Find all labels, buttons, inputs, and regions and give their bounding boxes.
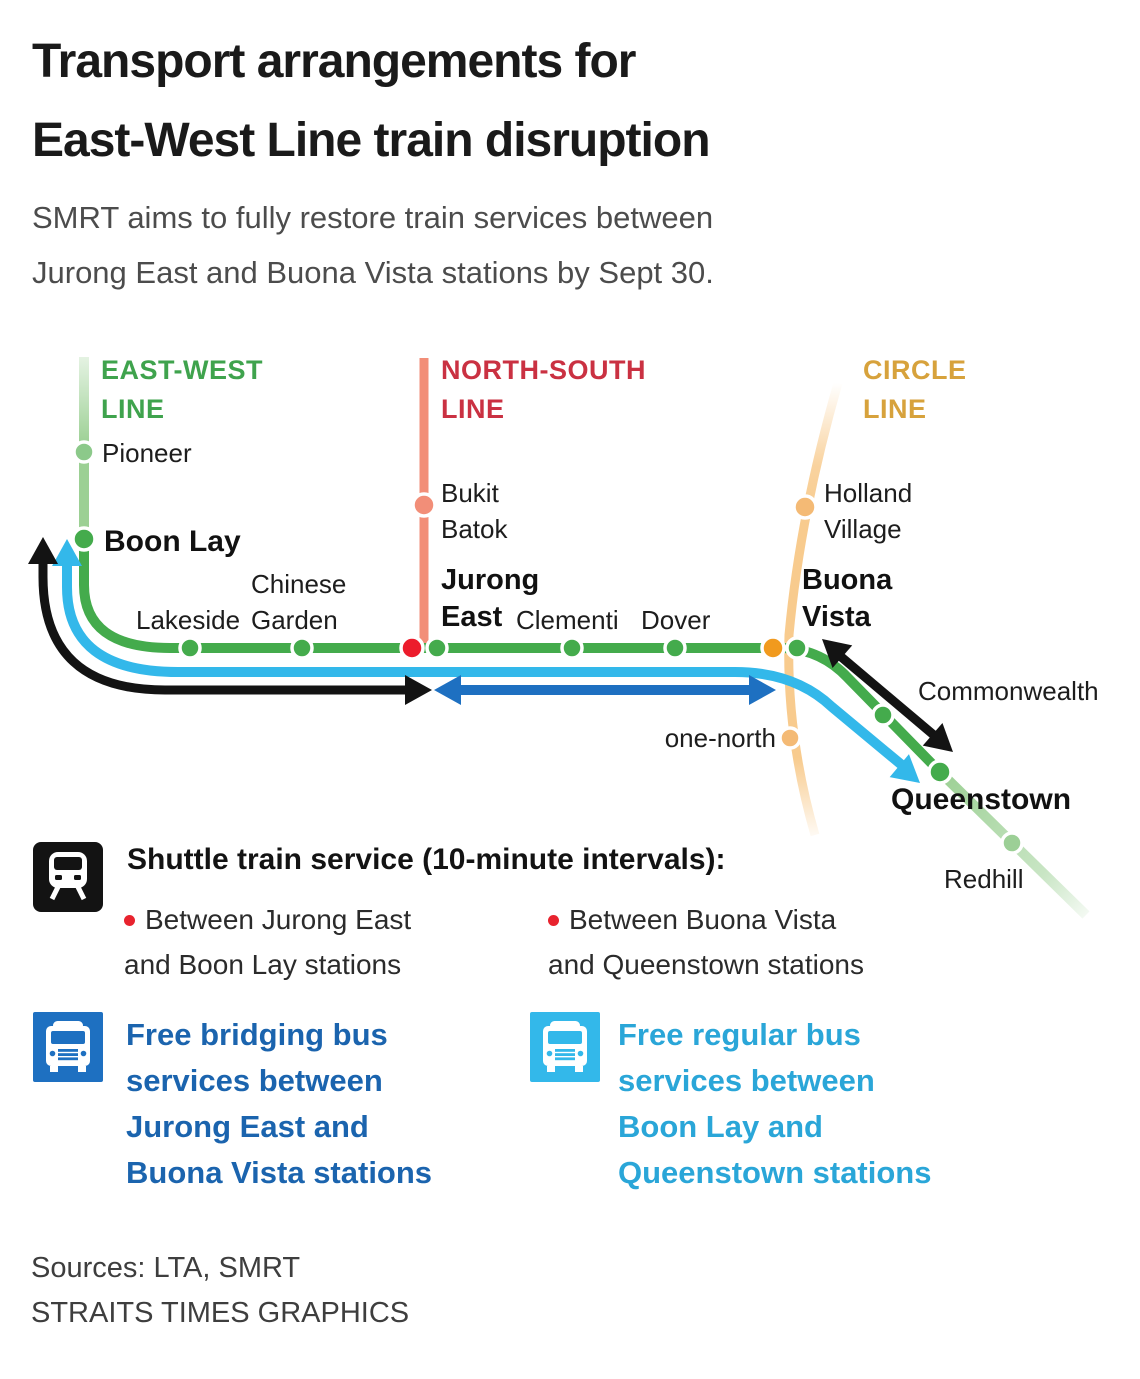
east-west-line-label-1: EAST-WEST xyxy=(101,355,263,385)
regular-bus-line-2: services between xyxy=(618,1063,875,1098)
station-label-redhill: Redhill xyxy=(944,864,1024,894)
station-dot-chinese-garden xyxy=(290,636,314,660)
bridging-bus-icon xyxy=(33,1012,103,1082)
station-dot-commonwealth xyxy=(871,703,895,727)
shuttle-train-arrow-east xyxy=(830,646,945,746)
regular-bus-icon xyxy=(530,1012,600,1082)
station-label-queenstown: Queenstown xyxy=(891,783,1071,816)
station-dot-jurong-east-ew xyxy=(425,636,449,660)
subtitle-line-2: Jurong East and Buona Vista stations by … xyxy=(32,255,714,290)
bus-icon xyxy=(530,1012,600,1082)
page-subtitle: SMRT aims to fully restore train service… xyxy=(32,190,714,300)
north-south-line-label-1: NORTH-SOUTH xyxy=(441,355,646,385)
title-line-1: Transport arrangements for xyxy=(32,35,636,88)
shuttle-west-arrowhead-up xyxy=(28,537,58,564)
station-label-clementi: Clementi xyxy=(516,605,619,635)
red-bullet-icon xyxy=(124,915,135,926)
regular-bus-line-1: Free regular bus xyxy=(618,1017,861,1052)
station-label-holland-village-1: Holland xyxy=(824,478,912,508)
circle-line-label-2: LINE xyxy=(863,394,927,424)
subtitle-line-1: SMRT aims to fully restore train service… xyxy=(32,200,714,235)
east-west-line-label-2: LINE xyxy=(101,394,165,424)
station-label-buona-vista-1: Buona xyxy=(802,564,893,596)
page-title: Transport arrangements for East-West Lin… xyxy=(32,22,711,180)
station-label-bukit-batok-2: Batok xyxy=(441,514,508,544)
shuttle-train-icon xyxy=(33,842,103,912)
shuttle-item-buonavista-queenstown: Between Buona Vista and Queenstown stati… xyxy=(548,897,864,987)
credit-text: STRAITS TIMES GRAPHICS xyxy=(31,1297,410,1329)
station-dot-pioneer xyxy=(72,440,96,464)
shuttle-item-jurong-boonlay: Between Jurong East and Boon Lay station… xyxy=(124,897,411,987)
station-dot-buona-vista-circle xyxy=(760,635,786,661)
station-label-dover: Dover xyxy=(641,605,711,635)
station-dot-buona-vista-ew xyxy=(785,636,809,660)
station-label-boon-lay: Boon Lay xyxy=(104,525,241,558)
station-label-holland-village-2: Village xyxy=(824,514,902,544)
station-dot-clementi xyxy=(560,636,584,660)
station-dot-boon-lay xyxy=(71,526,97,552)
station-dot-lakeside xyxy=(178,636,202,660)
transit-map: EAST-WEST LINE NORTH-SOUTH LINE CIRCLE L… xyxy=(28,355,1099,919)
shuttle-item-2-line-1: Between Buona Vista xyxy=(569,904,837,935)
station-dot-queenstown xyxy=(927,759,953,785)
north-south-line-label-2: LINE xyxy=(441,394,505,424)
station-label-chinese-garden-1: Chinese xyxy=(251,569,346,599)
station-dot-bukit-batok xyxy=(411,492,437,518)
regular-bus-line-4: Queenstown stations xyxy=(618,1155,932,1190)
regular-bus-route-line xyxy=(62,555,907,770)
station-label-pioneer: Pioneer xyxy=(102,438,192,468)
shuttle-item-1-line-1: Between Jurong East xyxy=(145,904,412,935)
bridging-bus-line-2: services between xyxy=(126,1063,383,1098)
station-label-jurong-east-1: Jurong xyxy=(441,564,539,596)
bridging-bus-arrowhead-left xyxy=(434,675,461,705)
station-label-chinese-garden-2: Garden xyxy=(251,605,338,635)
regular-bus-line-3: Boon Lay and xyxy=(618,1109,823,1144)
station-label-one-north: one-north xyxy=(665,723,776,753)
shuttle-train-arrow-west xyxy=(38,553,412,695)
station-dot-jurong-east-ns xyxy=(399,635,425,661)
station-dot-dover xyxy=(663,636,687,660)
red-bullet-icon xyxy=(548,915,559,926)
station-dot-one-north xyxy=(778,726,802,750)
shuttle-service-heading: Shuttle train service (10-minute interva… xyxy=(127,843,726,876)
bridging-bus-line-1: Free bridging bus xyxy=(126,1017,388,1052)
shuttle-west-arrowhead-right xyxy=(405,675,432,705)
station-dot-holland-village xyxy=(792,494,818,520)
footer-credits: Sources: LTA, SMRT STRAITS TIMES GRAPHIC… xyxy=(31,1246,409,1336)
sources-text: Sources: LTA, SMRT xyxy=(31,1252,301,1284)
bridging-bus-line-3: Jurong East and xyxy=(126,1109,369,1144)
shuttle-item-2-line-2: and Queenstown stations xyxy=(548,949,864,980)
bus-icon xyxy=(33,1012,103,1082)
circle-line-label-1: CIRCLE xyxy=(863,355,967,385)
train-icon xyxy=(33,842,103,912)
bridging-bus-line-4: Buona Vista stations xyxy=(126,1155,433,1190)
station-label-jurong-east-2: East xyxy=(441,601,503,633)
title-line-2: East-West Line train disruption xyxy=(32,114,711,167)
station-dot-redhill xyxy=(1000,831,1024,855)
regular-bus-label: Free regular bus services between Boon L… xyxy=(618,1012,931,1196)
shuttle-item-1-line-2: and Boon Lay stations xyxy=(124,949,402,980)
station-label-bukit-batok-1: Bukit xyxy=(441,478,500,508)
station-label-commonwealth: Commonwealth xyxy=(918,676,1099,706)
bridging-bus-label: Free bridging bus services between Juron… xyxy=(126,1012,432,1196)
station-label-buona-vista-2: Vista xyxy=(802,601,872,633)
circle-line xyxy=(784,381,843,837)
station-label-lakeside: Lakeside xyxy=(136,605,240,635)
